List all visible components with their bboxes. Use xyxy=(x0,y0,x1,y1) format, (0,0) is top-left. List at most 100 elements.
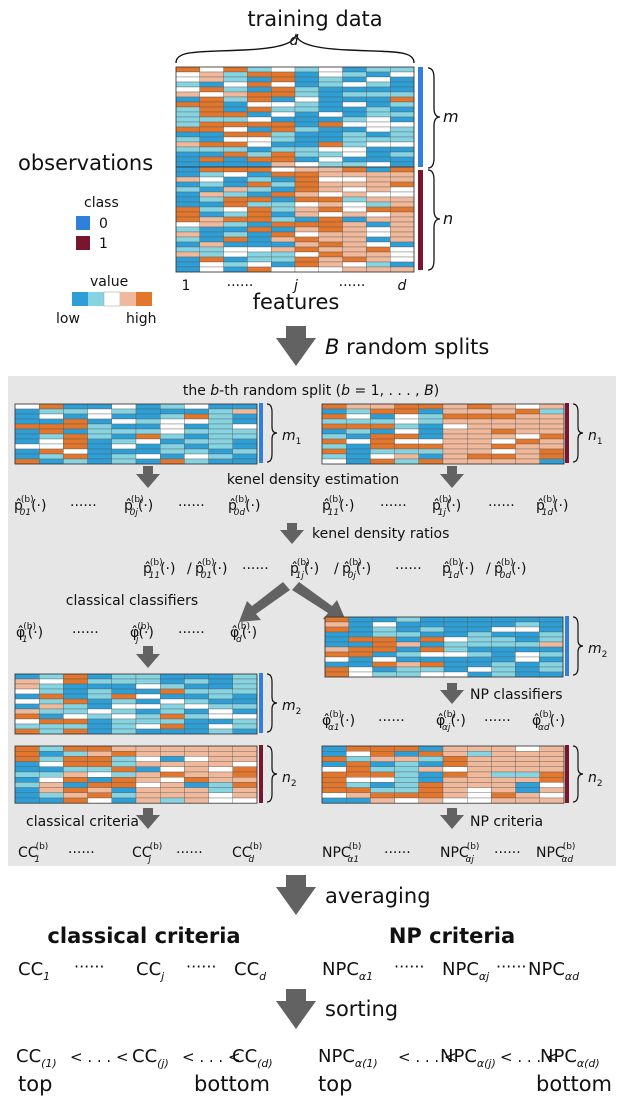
heatmap-cell xyxy=(39,453,64,460)
heatmap-cell xyxy=(294,76,319,83)
heatmap-cell xyxy=(370,403,395,410)
ellipsis: ······ xyxy=(72,625,99,641)
heatmap-cell xyxy=(346,428,371,435)
heatmap-cell xyxy=(247,261,272,268)
heatmap-cell xyxy=(394,756,419,762)
heatmap-cell xyxy=(39,761,64,767)
heatmap-cell xyxy=(491,751,516,757)
observations-label: observations xyxy=(18,151,153,175)
heatmap-cell xyxy=(467,428,492,435)
sorted-np-criterion: NPCα(j) xyxy=(440,1046,496,1070)
classical-criterion-split: CC(b)1 xyxy=(18,842,48,865)
heatmap-cell xyxy=(87,443,112,450)
classical-criterion-split: CC(b)d xyxy=(232,842,262,865)
heatmap-cell xyxy=(539,656,564,663)
heatmap-cell xyxy=(63,428,88,435)
heatmap-cell xyxy=(342,251,367,258)
heatmap-cell xyxy=(366,186,391,193)
heatmap-cell xyxy=(366,241,391,248)
heatmap-cell xyxy=(63,673,88,680)
heatmap-cell xyxy=(175,121,200,128)
heatmap-cell xyxy=(467,413,492,420)
heatmap-cell xyxy=(491,666,516,673)
ellipsis: ······ xyxy=(384,845,411,861)
heatmap-cell xyxy=(418,745,444,752)
heatmap-cell xyxy=(318,196,343,203)
heatmap-cell xyxy=(372,671,397,678)
heatmap-cell xyxy=(160,745,185,752)
heatmap-cell xyxy=(390,86,415,93)
heatmap-cell xyxy=(321,403,347,410)
heatmap-cell xyxy=(370,797,395,804)
heatmap-cell xyxy=(294,191,319,198)
heatmap-cell xyxy=(271,161,296,168)
heatmap-cell xyxy=(111,797,137,804)
heatmap-cell xyxy=(14,708,40,715)
heatmap-cell xyxy=(442,797,468,804)
heatmap-cell xyxy=(370,792,395,799)
heatmap-cell xyxy=(232,683,258,690)
heatmap-cell xyxy=(232,453,258,460)
heatmap-cell xyxy=(366,151,391,158)
heatmap-cell xyxy=(87,703,112,710)
density-ratio-numerator: p̂(b)1d(·) xyxy=(442,558,474,581)
heatmap-cell xyxy=(491,792,516,799)
heatmap-cell xyxy=(467,621,492,628)
heatmap-cell xyxy=(199,106,224,113)
heatmap-cell xyxy=(318,201,343,208)
heatmap-cell xyxy=(271,256,296,263)
heatmap-cell xyxy=(321,771,347,778)
heatmap-cell xyxy=(160,756,185,762)
heatmap-cell xyxy=(318,151,343,158)
heatmap-cell xyxy=(39,766,64,773)
heatmap-cell xyxy=(342,231,367,238)
heatmap-cell xyxy=(443,631,468,638)
heatmap-cell xyxy=(271,211,296,218)
heatmap-cell xyxy=(539,787,565,793)
heatmap-cell xyxy=(135,673,161,680)
heatmap-cell xyxy=(111,703,137,710)
heatmap-cell xyxy=(184,761,209,767)
heatmap-cell xyxy=(160,771,185,778)
heatmap-cell xyxy=(208,458,233,465)
heatmap-cell xyxy=(247,241,272,248)
heatmap-cell xyxy=(199,101,224,108)
heatmap-cell xyxy=(394,453,419,460)
heatmap-cell xyxy=(366,231,391,238)
heatmap-cell xyxy=(87,413,112,420)
heatmap-cell xyxy=(39,723,64,730)
heatmap-cell xyxy=(491,458,516,465)
heatmap-cell xyxy=(39,688,64,695)
heatmap-cell xyxy=(184,723,209,730)
heatmap-cell xyxy=(271,101,296,108)
heatmap-cell xyxy=(418,782,444,788)
heatmap-cell xyxy=(208,438,233,445)
heatmap-cell xyxy=(420,636,445,643)
heatmap-cell xyxy=(135,703,161,710)
averaging-arrow xyxy=(276,875,316,915)
heatmap-cell xyxy=(539,403,565,410)
heatmap-cell xyxy=(491,443,516,450)
heatmap-cell xyxy=(199,126,224,133)
heatmap-cell xyxy=(418,756,444,762)
heatmap-cell xyxy=(271,106,296,113)
heatmap-cell xyxy=(111,728,137,735)
heatmap-cell xyxy=(491,651,516,658)
heatmap-cell xyxy=(443,641,468,648)
heatmap-cell xyxy=(208,453,233,460)
heatmap-cell xyxy=(442,423,468,430)
heatmap-cell xyxy=(271,91,296,98)
heatmap-cell xyxy=(442,777,468,783)
heatmap-cell xyxy=(223,116,248,123)
heatmap-cell xyxy=(539,458,565,465)
heatmap-cell xyxy=(175,96,200,103)
heatmap-cell xyxy=(321,792,347,799)
heatmap-cell xyxy=(247,141,272,148)
heatmap-cell xyxy=(515,616,540,623)
heatmap-cell xyxy=(175,196,200,203)
heatmap-cell xyxy=(515,641,540,648)
heatmap-cell xyxy=(390,221,415,228)
heatmap-cell xyxy=(247,166,272,173)
classical-criterion: CCj xyxy=(136,959,165,983)
heatmap-cell xyxy=(39,693,64,700)
